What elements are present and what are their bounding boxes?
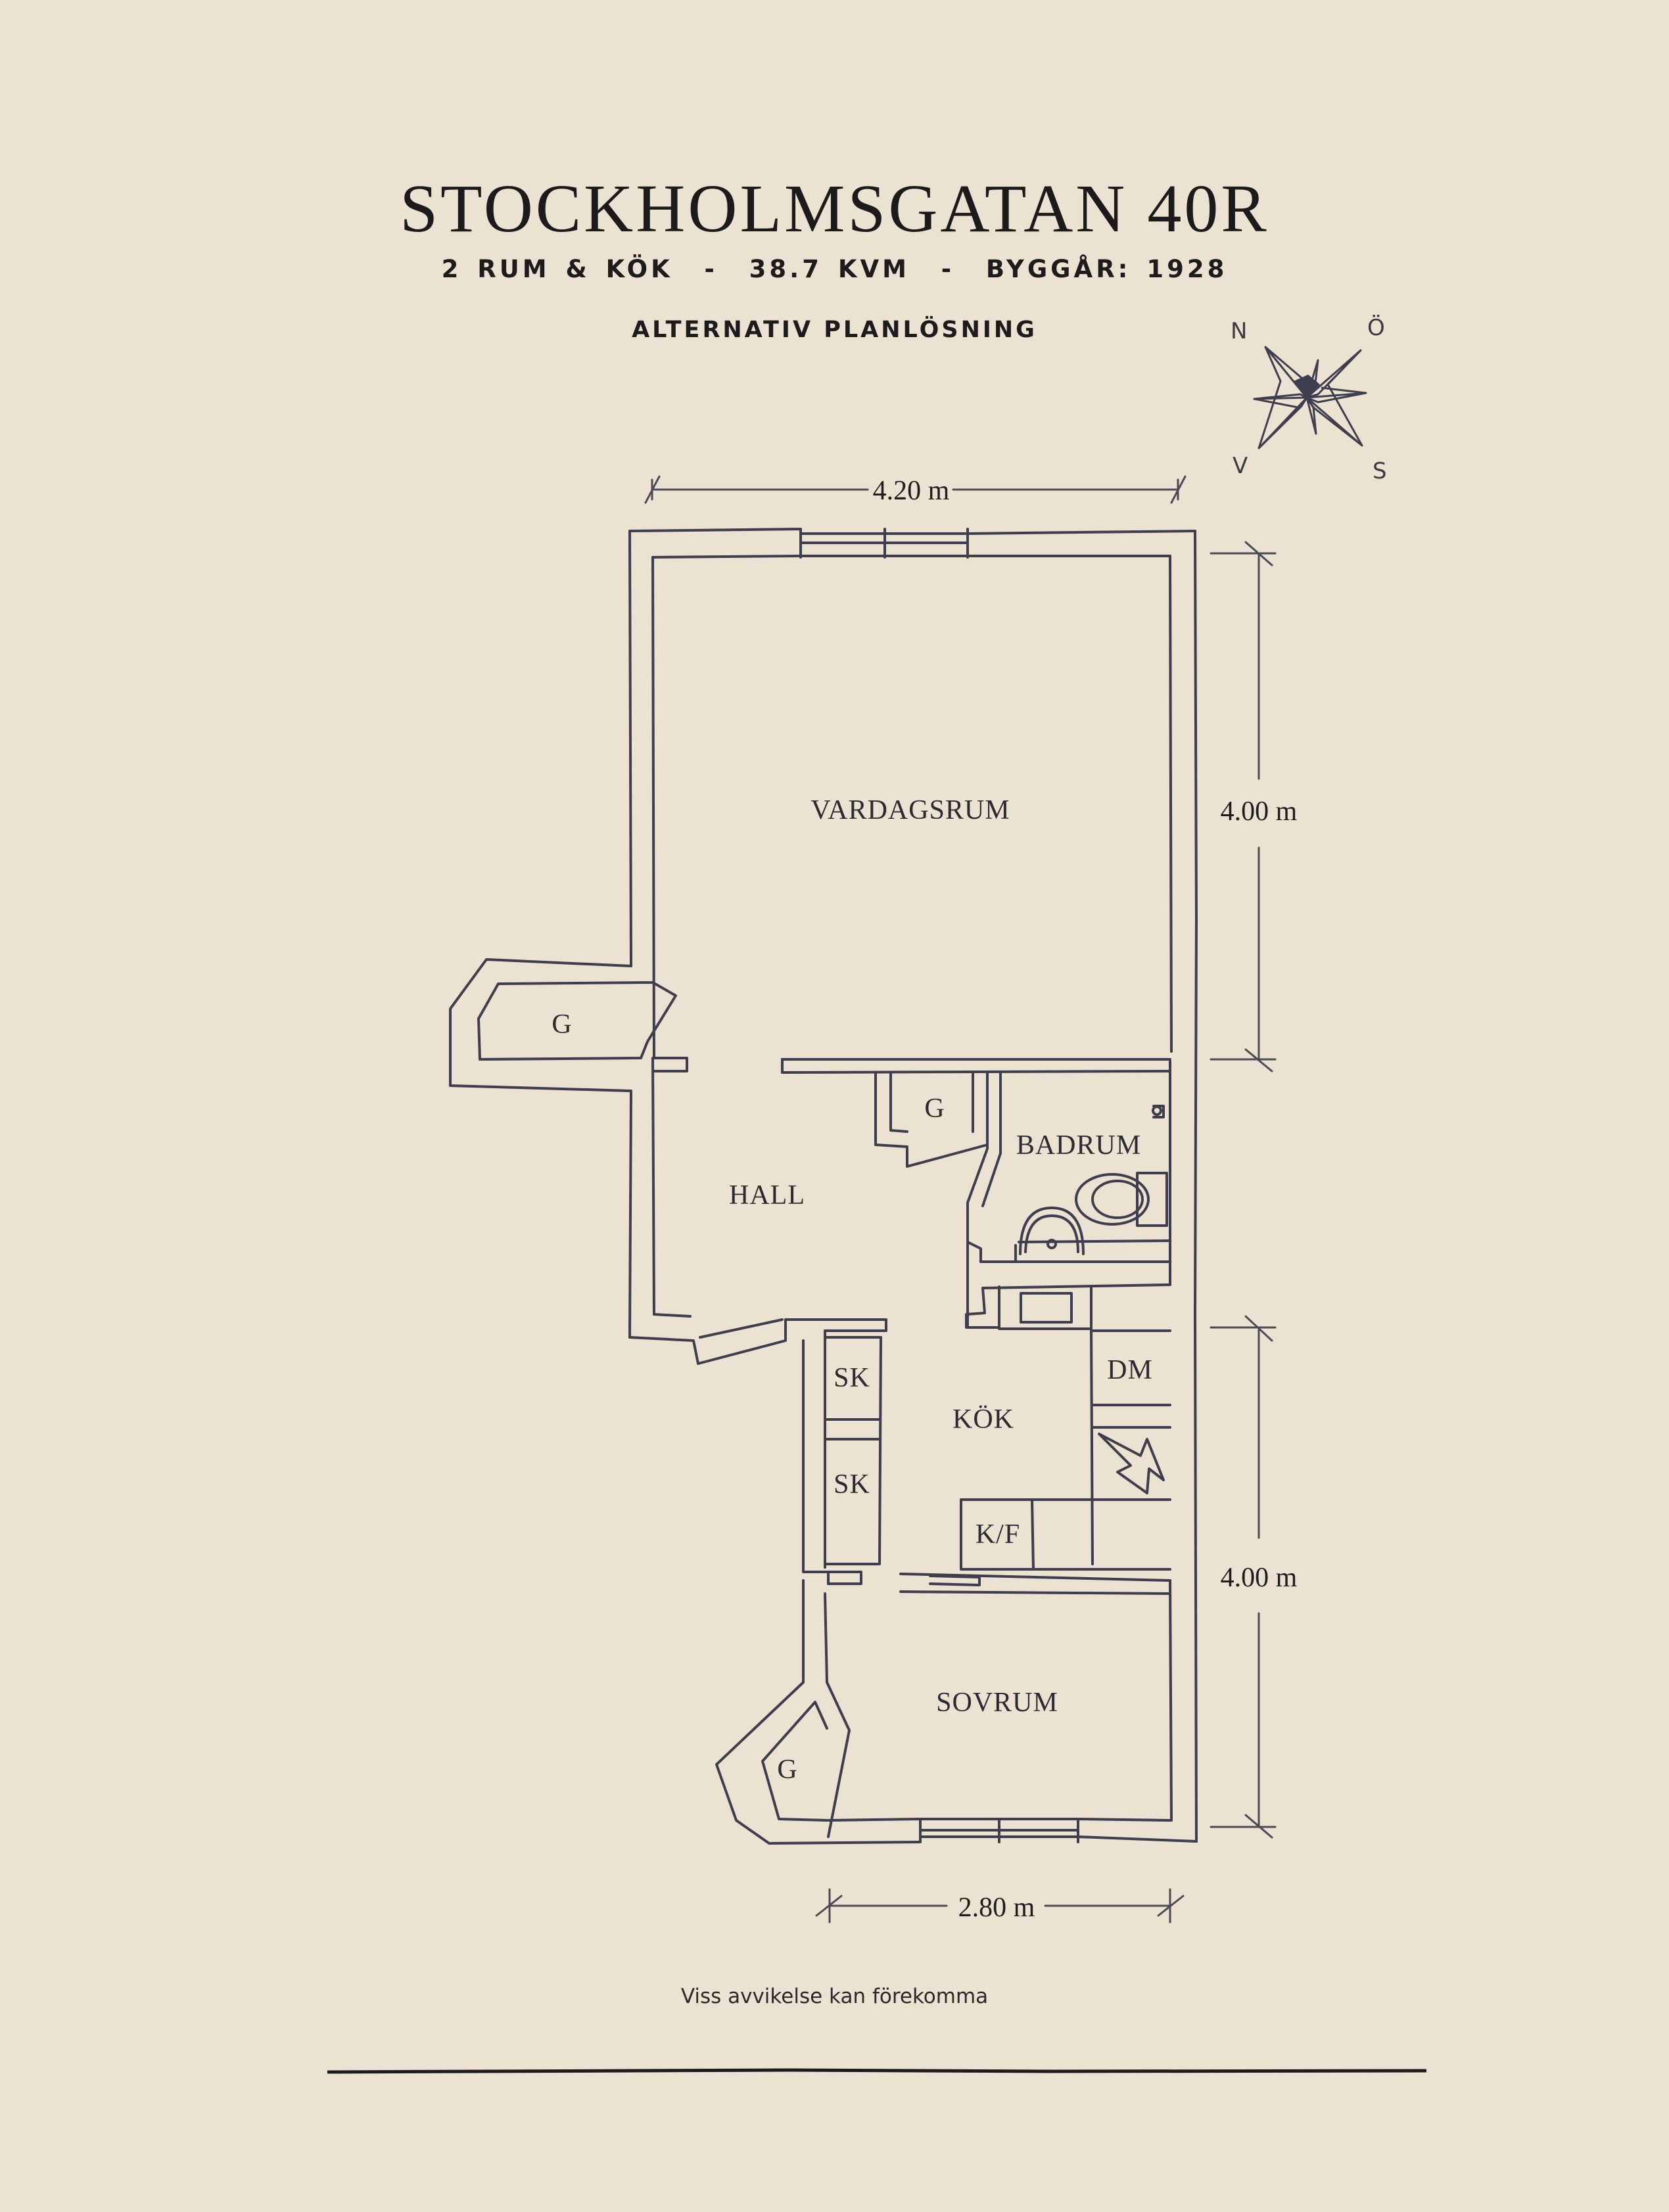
room-hall: HALL <box>729 1180 805 1210</box>
disclaimer: Viss avvikelse kan förekomma <box>680 1985 989 2008</box>
dimension-lines <box>644 475 1277 1924</box>
property-summary: 2 RUM & KÖK - 38.7 KVM - BYGGÅR: 1928 <box>441 255 1228 283</box>
dimension-top-width: 4.20 m <box>873 476 950 506</box>
cabinet-2: SK <box>834 1469 870 1500</box>
footer-rule <box>327 2068 1427 2074</box>
room-closet-left: G <box>552 1009 572 1040</box>
compass-south: S <box>1373 458 1387 484</box>
interior-walls <box>653 1057 1171 1595</box>
room-closet-bedroom: G <box>777 1755 797 1785</box>
compass-east: Ö <box>1367 314 1385 341</box>
compass-north: N <box>1231 318 1247 344</box>
dimension-bottom-width: 2.80 m <box>958 1893 1035 1923</box>
room-bathroom: BADRUM <box>1016 1130 1141 1161</box>
cabinet-1: SK <box>834 1363 870 1393</box>
room-kitchen: KÖK <box>952 1404 1014 1435</box>
dimension-right-lower: 4.00 m <box>1221 1563 1298 1593</box>
dimension-right-upper: 4.00 m <box>1221 796 1298 827</box>
room-living: VARDAGSRUM <box>811 795 1010 825</box>
room-bedroom: SOVRUM <box>936 1688 1058 1718</box>
outer-walls <box>449 528 1198 1845</box>
appliance-dishwasher: DM <box>1107 1355 1153 1385</box>
compass-west: V <box>1233 453 1248 479</box>
alt-plan-label: ALTERNATIV PLANLÖSNING <box>632 317 1037 343</box>
room-closet-hall: G <box>924 1094 945 1124</box>
appliance-fridge: K/F <box>976 1519 1020 1550</box>
compass-rose <box>1253 346 1367 449</box>
page-title: STOCKHOLMSGATAN 40R <box>400 171 1269 246</box>
